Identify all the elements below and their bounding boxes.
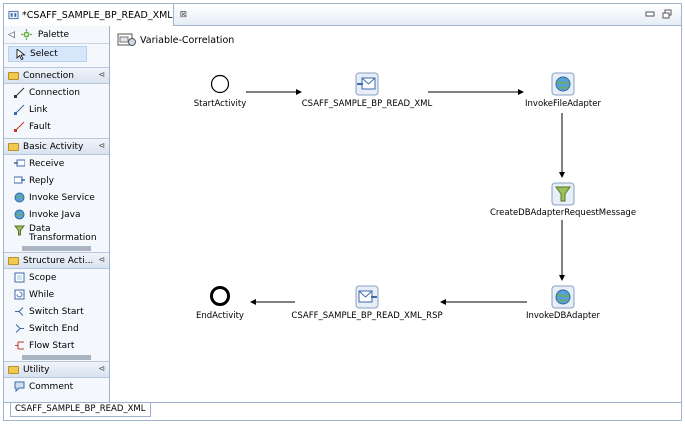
palette-item-reply[interactable]: Reply xyxy=(4,172,109,189)
close-icon[interactable]: ⊠ xyxy=(179,10,188,20)
process-icon xyxy=(8,10,19,21)
palette-select-label: Select xyxy=(30,49,58,59)
collapse-palette-icon[interactable]: ◁ xyxy=(8,29,15,40)
palette-panel: ◁ Palette Select Connection ⊲ Connection… xyxy=(4,26,110,402)
end-activity-label: EndActivity xyxy=(196,311,244,321)
editor-tab-title: *CSAFF_SAMPLE_BP_READ_XML xyxy=(22,9,173,21)
palette-header: ◁ Palette xyxy=(4,26,109,44)
fault-icon xyxy=(14,121,25,132)
flow-connections xyxy=(210,74,565,306)
drawer-scroll-indicator[interactable] xyxy=(22,355,91,360)
folder-icon xyxy=(8,71,19,80)
variable-correlation-node[interactable]: Variable-Correlation xyxy=(117,32,234,48)
palette-item-connection[interactable]: Connection xyxy=(4,84,109,101)
palette-item-label: Fault xyxy=(29,121,51,132)
palette-title: Palette xyxy=(37,29,70,40)
palette-item-label: Invoke Service xyxy=(29,192,95,203)
folder-icon xyxy=(8,256,19,265)
bottom-tab-divider xyxy=(4,402,681,403)
globe-icon[interactable] xyxy=(551,72,575,96)
flow-start-icon xyxy=(14,340,25,351)
palette-item-label: Invoke Java xyxy=(29,209,81,220)
palette-item-label: Scope xyxy=(29,272,57,283)
palette-item-label: Receive xyxy=(29,158,65,169)
palette-icon xyxy=(20,29,32,40)
variable-correlation-label: Variable-Correlation xyxy=(140,34,235,46)
drawer-title: Utility xyxy=(23,364,50,375)
palette-item-while[interactable]: While xyxy=(4,286,109,303)
palette-item-link[interactable]: Link xyxy=(4,101,109,118)
envelope-in-icon[interactable] xyxy=(355,72,379,96)
palette-item-label: Reply xyxy=(29,175,54,186)
bpel-editor-window: *CSAFF_SAMPLE_BP_READ_XML ⊠ ◁ Palette Se… xyxy=(3,3,682,421)
palette-item-switch-start[interactable]: Switch Start xyxy=(4,303,109,320)
create-message-label: CreateDBAdapterRequestMessage xyxy=(489,208,637,218)
globe-icon[interactable] xyxy=(551,285,575,309)
funnel-icon[interactable] xyxy=(551,182,575,206)
process-canvas[interactable]: Variable-Correlation xyxy=(111,26,681,402)
drawer-toggle-icon[interactable]: ⊲ xyxy=(98,255,105,264)
palette-item-label: While xyxy=(29,289,55,300)
palette-select-tool[interactable]: Select xyxy=(8,46,87,62)
reply-icon xyxy=(14,175,25,186)
folder-icon xyxy=(8,142,19,151)
drawer-scroll-indicator[interactable] xyxy=(22,246,91,251)
palette-item-invoke-service[interactable]: Invoke Service xyxy=(4,189,109,206)
editor-tab[interactable]: *CSAFF_SAMPLE_BP_READ_XML ⊠ xyxy=(4,4,187,26)
drawer-title: Connection xyxy=(23,70,74,81)
maximize-icon[interactable] xyxy=(661,8,673,20)
scope-icon xyxy=(14,272,25,283)
arrow-pointer-icon xyxy=(15,48,26,60)
palette-item-scope[interactable]: Scope xyxy=(4,269,109,286)
palette-item-label: Connection xyxy=(29,87,80,98)
variable-correlation-icon xyxy=(117,32,137,48)
switch-end-icon xyxy=(14,323,25,334)
drawer-basic-activity[interactable]: Basic Activity ⊲ xyxy=(4,138,109,155)
drawer-toggle-icon[interactable]: ⊲ xyxy=(98,70,105,79)
palette-item-flow-start[interactable]: Flow Start xyxy=(4,337,109,354)
invoke-db-adapter-label: InvokeDBAdapter xyxy=(525,311,601,321)
envelope-out-icon[interactable] xyxy=(355,285,379,309)
palette-item-fault[interactable]: Fault xyxy=(4,118,109,135)
while-icon xyxy=(14,289,25,300)
switch-start-icon xyxy=(14,306,25,317)
palette-item-label: Switch End xyxy=(29,323,79,334)
drawer-utility[interactable]: Utility ⊲ xyxy=(4,361,109,378)
palette-item-label: Comment xyxy=(29,381,74,392)
drawer-toggle-icon[interactable]: ⊲ xyxy=(98,364,105,373)
comment-icon xyxy=(14,381,25,392)
globe-icon xyxy=(14,192,25,203)
bottom-page-tab[interactable]: CSAFF_SAMPLE_BP_READ_XML xyxy=(10,403,151,417)
palette-item-switch-end[interactable]: Switch End xyxy=(4,320,109,337)
drawer-connection[interactable]: Connection ⊲ xyxy=(4,67,109,84)
palette-item-label: Link xyxy=(29,104,48,115)
link-icon xyxy=(14,104,25,115)
connection-icon xyxy=(14,87,25,98)
palette-item-invoke-java[interactable]: Invoke Java xyxy=(4,206,109,223)
palette-item-data-transformation[interactable]: Data Transformation xyxy=(4,223,109,245)
start-activity-label: StartActivity xyxy=(193,99,247,109)
reply-node-label: CSAFF_SAMPLE_BP_READ_XML_RSP xyxy=(291,311,443,321)
palette-item-comment[interactable]: Comment xyxy=(4,378,109,395)
invoke-file-adapter-label: InvokeFileAdapter xyxy=(525,99,601,109)
palette-item-receive[interactable]: Receive xyxy=(4,155,109,172)
start-activity-icon[interactable] xyxy=(210,74,230,94)
minimize-icon[interactable] xyxy=(644,8,656,20)
palette-item-label: Switch Start xyxy=(29,306,84,317)
funnel-icon xyxy=(14,225,25,236)
folder-icon xyxy=(8,365,19,374)
palette-item-label: Flow Start xyxy=(29,340,75,351)
receive-icon xyxy=(14,158,25,169)
receive-node-label: CSAFF_SAMPLE_BP_READ_XML xyxy=(301,99,433,109)
drawer-toggle-icon[interactable]: ⊲ xyxy=(98,141,105,150)
globe-icon xyxy=(14,209,25,220)
end-activity-icon[interactable] xyxy=(210,286,230,306)
drawer-title: Basic Activity xyxy=(23,141,84,152)
drawer-structure-activity[interactable]: Structure Acti... ⊲ xyxy=(4,252,109,269)
drawer-title: Structure Acti... xyxy=(23,255,94,266)
palette-item-label: Data Transformation xyxy=(29,224,97,243)
editor-tab-bar: *CSAFF_SAMPLE_BP_READ_XML ⊠ xyxy=(4,4,681,26)
